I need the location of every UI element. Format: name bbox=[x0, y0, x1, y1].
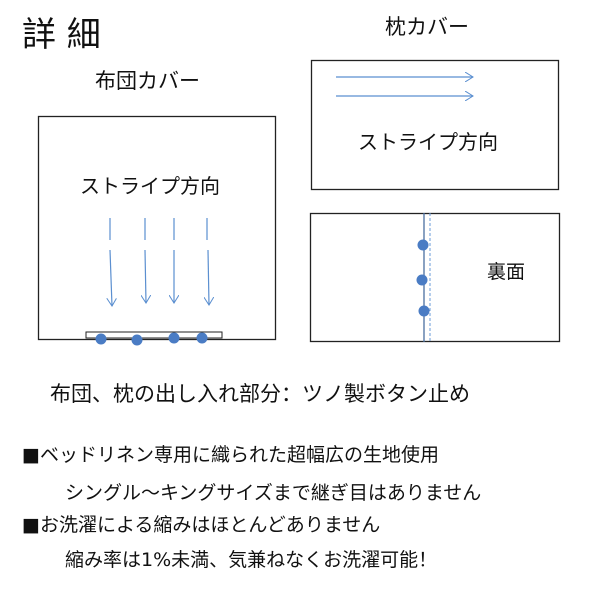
pillow-back-outline bbox=[309, 212, 561, 343]
button-dot bbox=[168, 332, 180, 344]
pillow-front-outline bbox=[310, 59, 560, 191]
futon-opening-flap bbox=[85, 331, 223, 339]
button-dot bbox=[417, 239, 429, 251]
pillow-stripe-label: ストライプ方向 bbox=[358, 130, 498, 154]
button-dot bbox=[416, 274, 428, 286]
feature-detail: シングル～キングサイズまで継ぎ目はありません bbox=[65, 482, 482, 504]
stripe-arrow bbox=[110, 249, 112, 306]
button-dot bbox=[418, 305, 430, 317]
futon-cover-label: 布団カバー bbox=[95, 69, 200, 93]
pillow-back-label: 裏面 bbox=[487, 261, 526, 283]
stripe-arrow bbox=[145, 249, 146, 303]
futon-cover-outline bbox=[37, 115, 277, 341]
futon-buttons bbox=[95, 332, 208, 346]
button-dot bbox=[131, 334, 143, 346]
button-dot bbox=[95, 333, 107, 345]
button-dot bbox=[196, 332, 208, 344]
futon-stripe-arrows bbox=[110, 218, 209, 306]
feature-heading: ■ベッドリネン専用に織られた超幅広の生地使用 bbox=[22, 444, 439, 466]
opening-caption: 布団、枕の出し入れ部分：ツノ製ボタン止め bbox=[50, 382, 470, 406]
futon-stripe-label: ストライプ方向 bbox=[80, 174, 220, 198]
pillow-cover-label: 枕カバー bbox=[385, 15, 469, 39]
feature-heading: ■お洗濯による縮みはほとんどありません bbox=[22, 514, 381, 536]
feature-detail: 縮み率は1%未満、気兼ねなくお洗濯可能！ bbox=[65, 549, 438, 571]
stripe-arrow bbox=[208, 249, 209, 305]
page-title: 詳 細 bbox=[22, 15, 101, 55]
